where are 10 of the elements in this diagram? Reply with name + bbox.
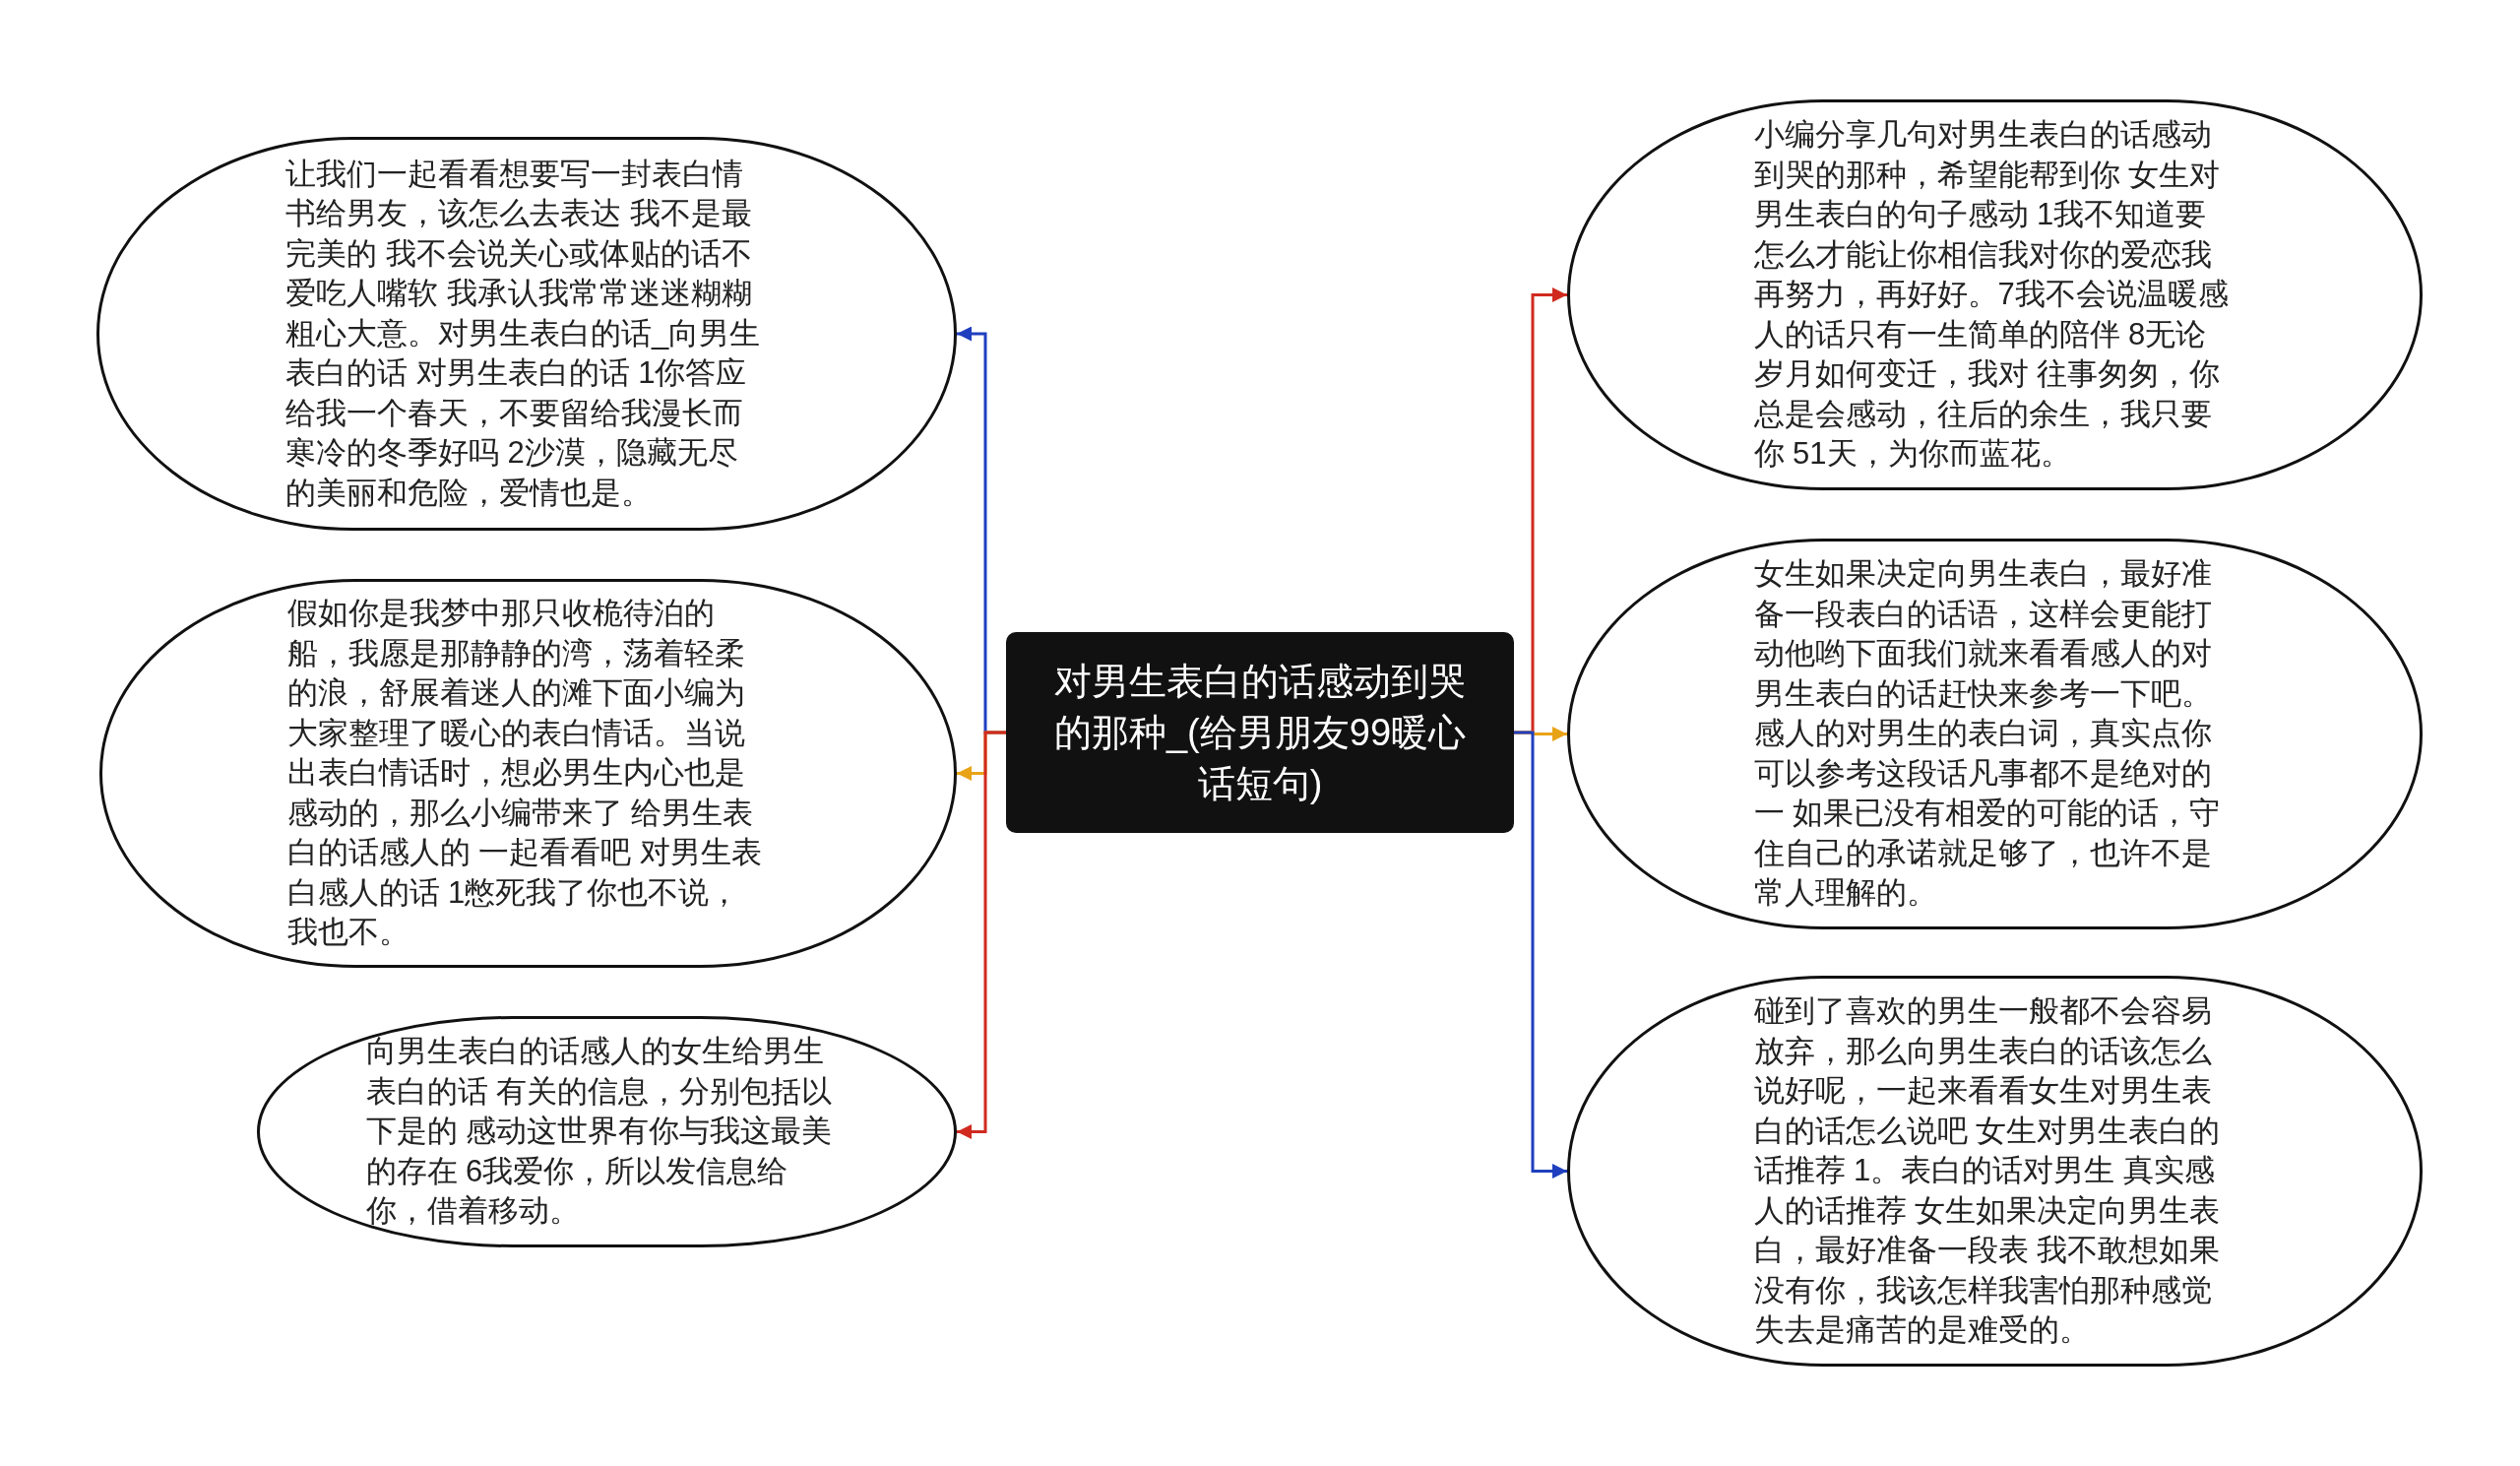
topic-text: 对男生表白的话感动到哭的那种_(给男朋友99暖心话短句): [1052, 660, 1468, 806]
arrow: [1514, 731, 1567, 1179]
bubble-text: 女生如果决定向男生表白，最好准备一段表白的话语，这样会更能打动他哟下面我们就来看看感人的对男生表白的话赶快来参考一下吧。感人的对男生的表白词，真实点你可以参考这段话凡事都不是绝对的一 如果已没有相爱的可能的话，守住自己的承诺就足够了，也许不是常人理解的。: [1753, 555, 2222, 913]
bubble-text: 小编分享几句对男生表白的话感动到哭的那种，希望能帮到你 女生对男生表白的句子感动 1我不知道要怎么才能让你相信我对你的爱恋我再努力，再好好。7我不会说温暖感人的话只有一生简单的陪伴 8无论岁月如何变迁，我对 往事匆匆，你总是会感动，往后的余生，我只要你 51天，为你而蓝花。: [1753, 116, 2230, 474]
bubble-text: 碰到了喜欢的男生一般都不会容易放弃，那么向男生表白的话该怎么说好呢，一起来看看女生对男生表白的话怎么说吧 女生对男生表白的话推荐 1。表白的话对男生 真实感人的话推荐 女生如果决定向男生表白，最好准备一段表 我不敢想如果没有你，我该怎样我害怕那种感觉失去是痛苦的是难受的。: [1753, 992, 2222, 1350]
topic-box: [1006, 632, 1514, 833]
bubble-text: 让我们一起看看想要写一封表白情书给男友，该怎么去表达 我不是最完美的 我不会说关心或体贴的话不爱吃人嘴软 我承认我常常迷迷糊糊粗心大意。对男生表白的话_向男生表白的话 对男生表白的话 1你答应给我一个春天，不要留给我漫长而寒冷的冬季好吗 2沙漠，隐藏无尽的美丽和危险，爱情也是。: [285, 155, 762, 512]
bubble-text: 假如你是我梦中那只收桅待泊的船，我愿是那静静的湾，荡着轻柔的浪，舒展着迷人的滩下面小编为大家整理了暖心的表白情话。当说出表白情话时，想必男生内心也是感动的，那么小编带来了 给男生表白的话感人的 一起看看吧 对男生表白感人的话 1憋死我了你也不说，我也不。: [286, 595, 763, 952]
arrow: [957, 731, 1006, 1139]
bubble-text: 向男生表白的话感人的女生给男生表白的话 有关的信息，分别包括以下是的 感动这世界有你与我这最美的存在 6我爱你，所以发信息给你，借着移动。: [365, 1033, 834, 1231]
